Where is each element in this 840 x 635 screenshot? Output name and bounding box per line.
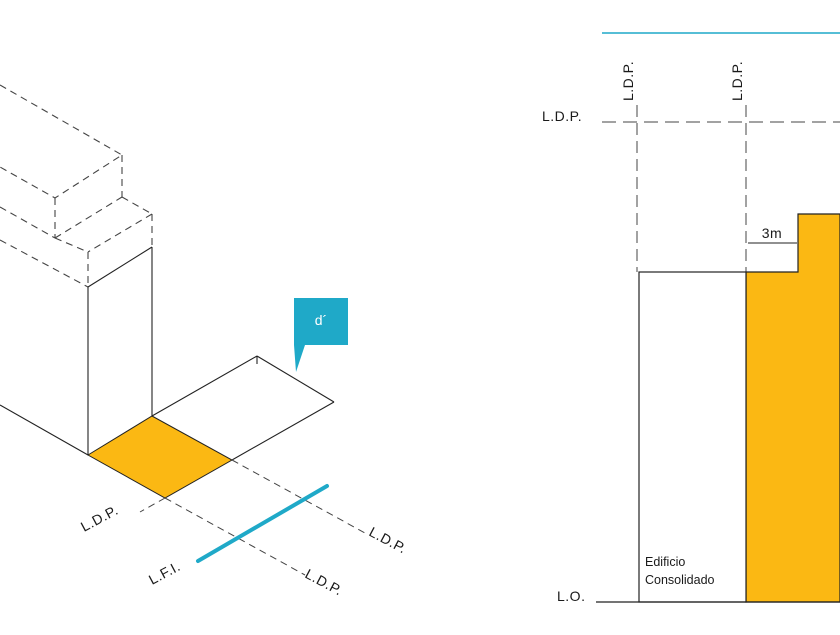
existing-building <box>0 246 153 456</box>
building-label-line1: Edificio <box>645 555 685 569</box>
lfi-line <box>196 484 329 563</box>
setback-dimension-label: 3m <box>762 225 782 241</box>
vertical-ldp-lines <box>636 105 747 272</box>
callout-tag-text: d´ <box>315 312 327 328</box>
extension-lines <box>139 459 366 576</box>
new-building <box>745 213 840 603</box>
upper-volume-dashed <box>0 84 153 288</box>
label-ldp-right: L.D.P. <box>367 524 410 557</box>
label-lo: L.O. <box>557 588 585 604</box>
elevation-view: 3m L.D.P. L.D.P. L.D.P. L.O. Edificio Co… <box>542 32 840 604</box>
callout-tag: d´ <box>294 298 348 372</box>
building-label-line2: Consolidado <box>645 573 715 587</box>
setback-area <box>87 415 234 499</box>
label-ldp-bottom: L.D.P. <box>303 566 346 599</box>
consolidated-building <box>638 271 747 603</box>
ground-plot <box>151 355 335 461</box>
label-ldp-horizontal: L.D.P. <box>542 108 582 124</box>
label-ldp-vertical-1: L.D.P. <box>620 61 636 101</box>
axonometric-view: d´ L.D.P. L.D.P. L.D.P. L.F.I. <box>0 84 410 599</box>
label-ldp-left: L.D.P. <box>78 502 121 535</box>
label-lfi: L.F.I. <box>146 558 183 588</box>
label-ldp-vertical-2: L.D.P. <box>729 61 745 101</box>
